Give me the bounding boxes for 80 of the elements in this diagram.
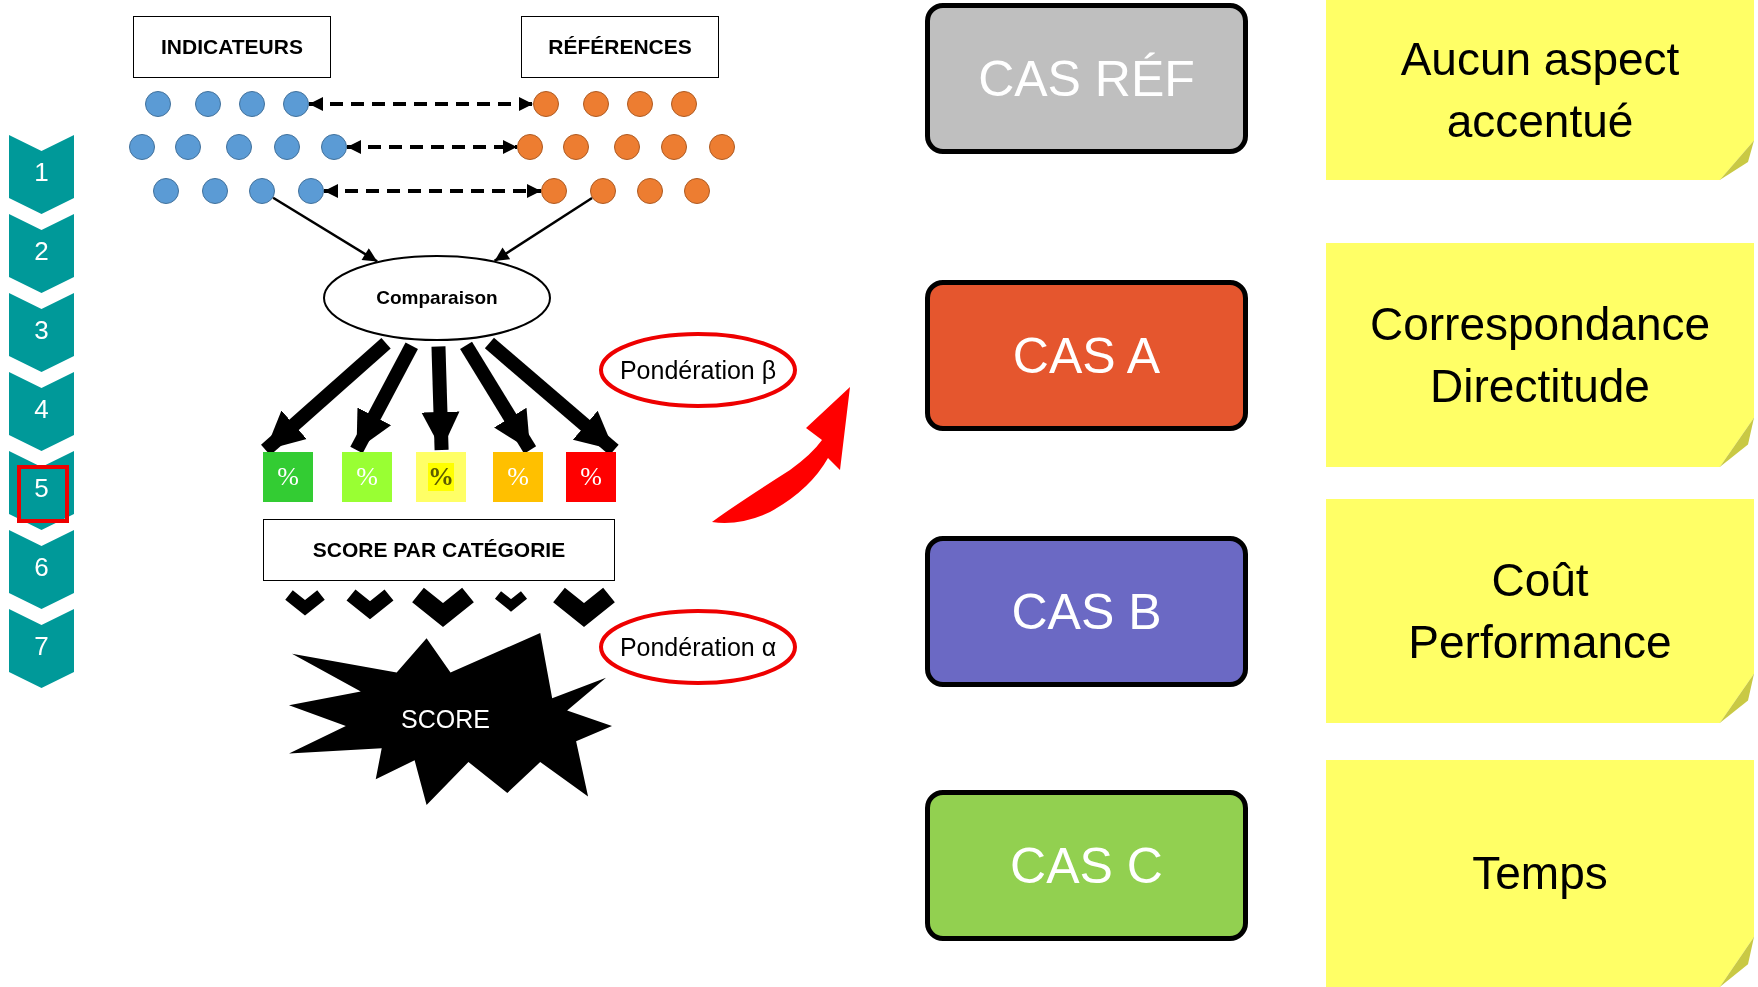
dot <box>239 91 265 117</box>
chevron-arrow <box>494 591 528 612</box>
note-text: Correspondance Directitude <box>1369 296 1711 414</box>
step-number: 1 <box>34 157 49 188</box>
dashed-double-arrow <box>309 97 533 111</box>
percent-sign: % <box>580 462 602 492</box>
step-number: 7 <box>34 631 49 662</box>
dot <box>274 134 300 160</box>
note-text: Aucun aspect accentué <box>1399 31 1681 149</box>
dot <box>583 91 609 117</box>
dot <box>517 134 543 160</box>
title-box <box>263 519 615 581</box>
case-label: CAS C <box>1010 836 1163 895</box>
box-label: INDICATEURS <box>161 35 303 59</box>
dot <box>671 91 697 117</box>
percent-tile <box>493 452 543 502</box>
step-number: 4 <box>34 394 49 425</box>
dot <box>661 134 687 160</box>
dot <box>590 178 616 204</box>
percent-sign: % <box>428 463 454 491</box>
case-box <box>925 790 1248 941</box>
percent-sign: % <box>507 462 529 492</box>
step-number: 2 <box>34 236 49 267</box>
chevron-arrow <box>346 589 394 620</box>
arrow <box>493 197 593 262</box>
dot <box>145 91 171 117</box>
step-number: 3 <box>34 315 49 346</box>
case-box <box>925 280 1248 431</box>
step-number: 5 <box>34 473 49 504</box>
block-arrow <box>460 341 537 454</box>
percent-tile <box>263 452 313 502</box>
arrow <box>272 196 378 263</box>
dot <box>684 178 710 204</box>
sticky-note <box>1326 499 1754 723</box>
block-arrow <box>350 342 418 454</box>
case-label: CAS B <box>1011 582 1162 641</box>
dashed-double-arrow <box>324 184 541 198</box>
dot <box>321 134 347 160</box>
dot <box>563 134 589 160</box>
box-label: RÉFÉRENCES <box>548 35 692 59</box>
sticky-note <box>1326 0 1754 180</box>
chevron-arrow <box>285 590 325 616</box>
dashed-double-arrow <box>347 140 517 154</box>
step-number: 6 <box>34 552 49 583</box>
dot <box>226 134 252 160</box>
box-label: SCORE PAR CATÉGORIE <box>312 538 566 562</box>
note-text: Coût Performance <box>1408 552 1672 670</box>
dot <box>637 178 663 204</box>
oval-label: Pondération β <box>619 355 777 385</box>
dot <box>175 134 201 160</box>
percent-sign: % <box>356 462 378 492</box>
dot <box>533 91 559 117</box>
note-text: Temps <box>1472 846 1608 902</box>
block-arrow <box>421 346 460 451</box>
case-label: CAS A <box>1012 326 1161 385</box>
case-label: CAS RÉF <box>978 49 1195 108</box>
dot <box>627 91 653 117</box>
dot <box>153 178 179 204</box>
dot <box>709 134 735 160</box>
dot <box>202 178 228 204</box>
case-box <box>925 536 1248 687</box>
oval-label: Pondération α <box>619 632 777 662</box>
percent-tile <box>416 452 466 502</box>
oval-label: Comparaison <box>376 287 498 309</box>
percent-sign: % <box>277 462 299 492</box>
percent-tile <box>342 452 392 502</box>
dot <box>298 178 324 204</box>
dot <box>614 134 640 160</box>
title-box <box>133 16 331 78</box>
dot <box>195 91 221 117</box>
sticky-note <box>1326 243 1754 467</box>
sticky-note <box>1326 760 1754 987</box>
title-box <box>521 16 719 78</box>
case-box <box>925 3 1248 154</box>
dot <box>283 91 309 117</box>
score-label: SCORE <box>401 704 490 734</box>
percent-tile <box>566 452 616 502</box>
dot <box>249 178 275 204</box>
dot <box>129 134 155 160</box>
dot <box>541 178 567 204</box>
